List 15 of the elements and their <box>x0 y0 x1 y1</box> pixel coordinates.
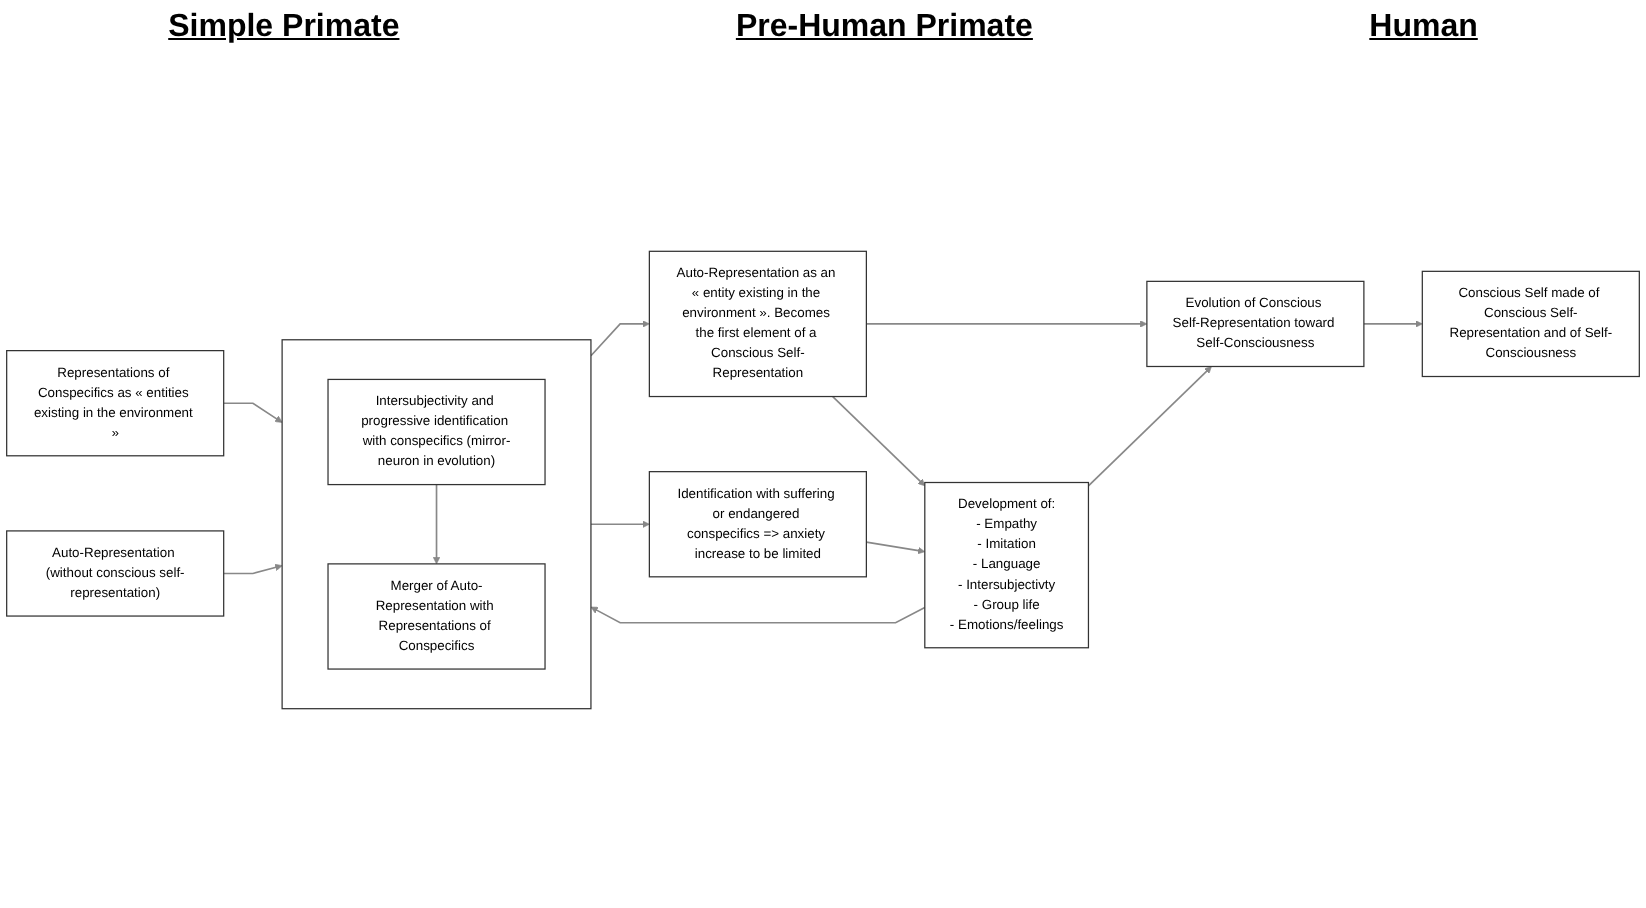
arrow <box>222 402 283 423</box>
arrow <box>590 520 650 528</box>
column-heading: Simple Primate <box>168 10 400 46</box>
arrow <box>1087 366 1212 487</box>
arrow <box>590 320 650 357</box>
arrow <box>1363 320 1423 328</box>
column-heading: Human <box>1369 10 1478 46</box>
arrow <box>432 483 441 565</box>
arrow <box>831 395 926 487</box>
arrow <box>865 320 1148 328</box>
column-heading: Pre-Human Primate <box>735 10 1033 46</box>
arrow <box>865 541 926 555</box>
arrow <box>590 606 926 624</box>
cluster <box>281 339 592 710</box>
arrow <box>222 563 283 575</box>
